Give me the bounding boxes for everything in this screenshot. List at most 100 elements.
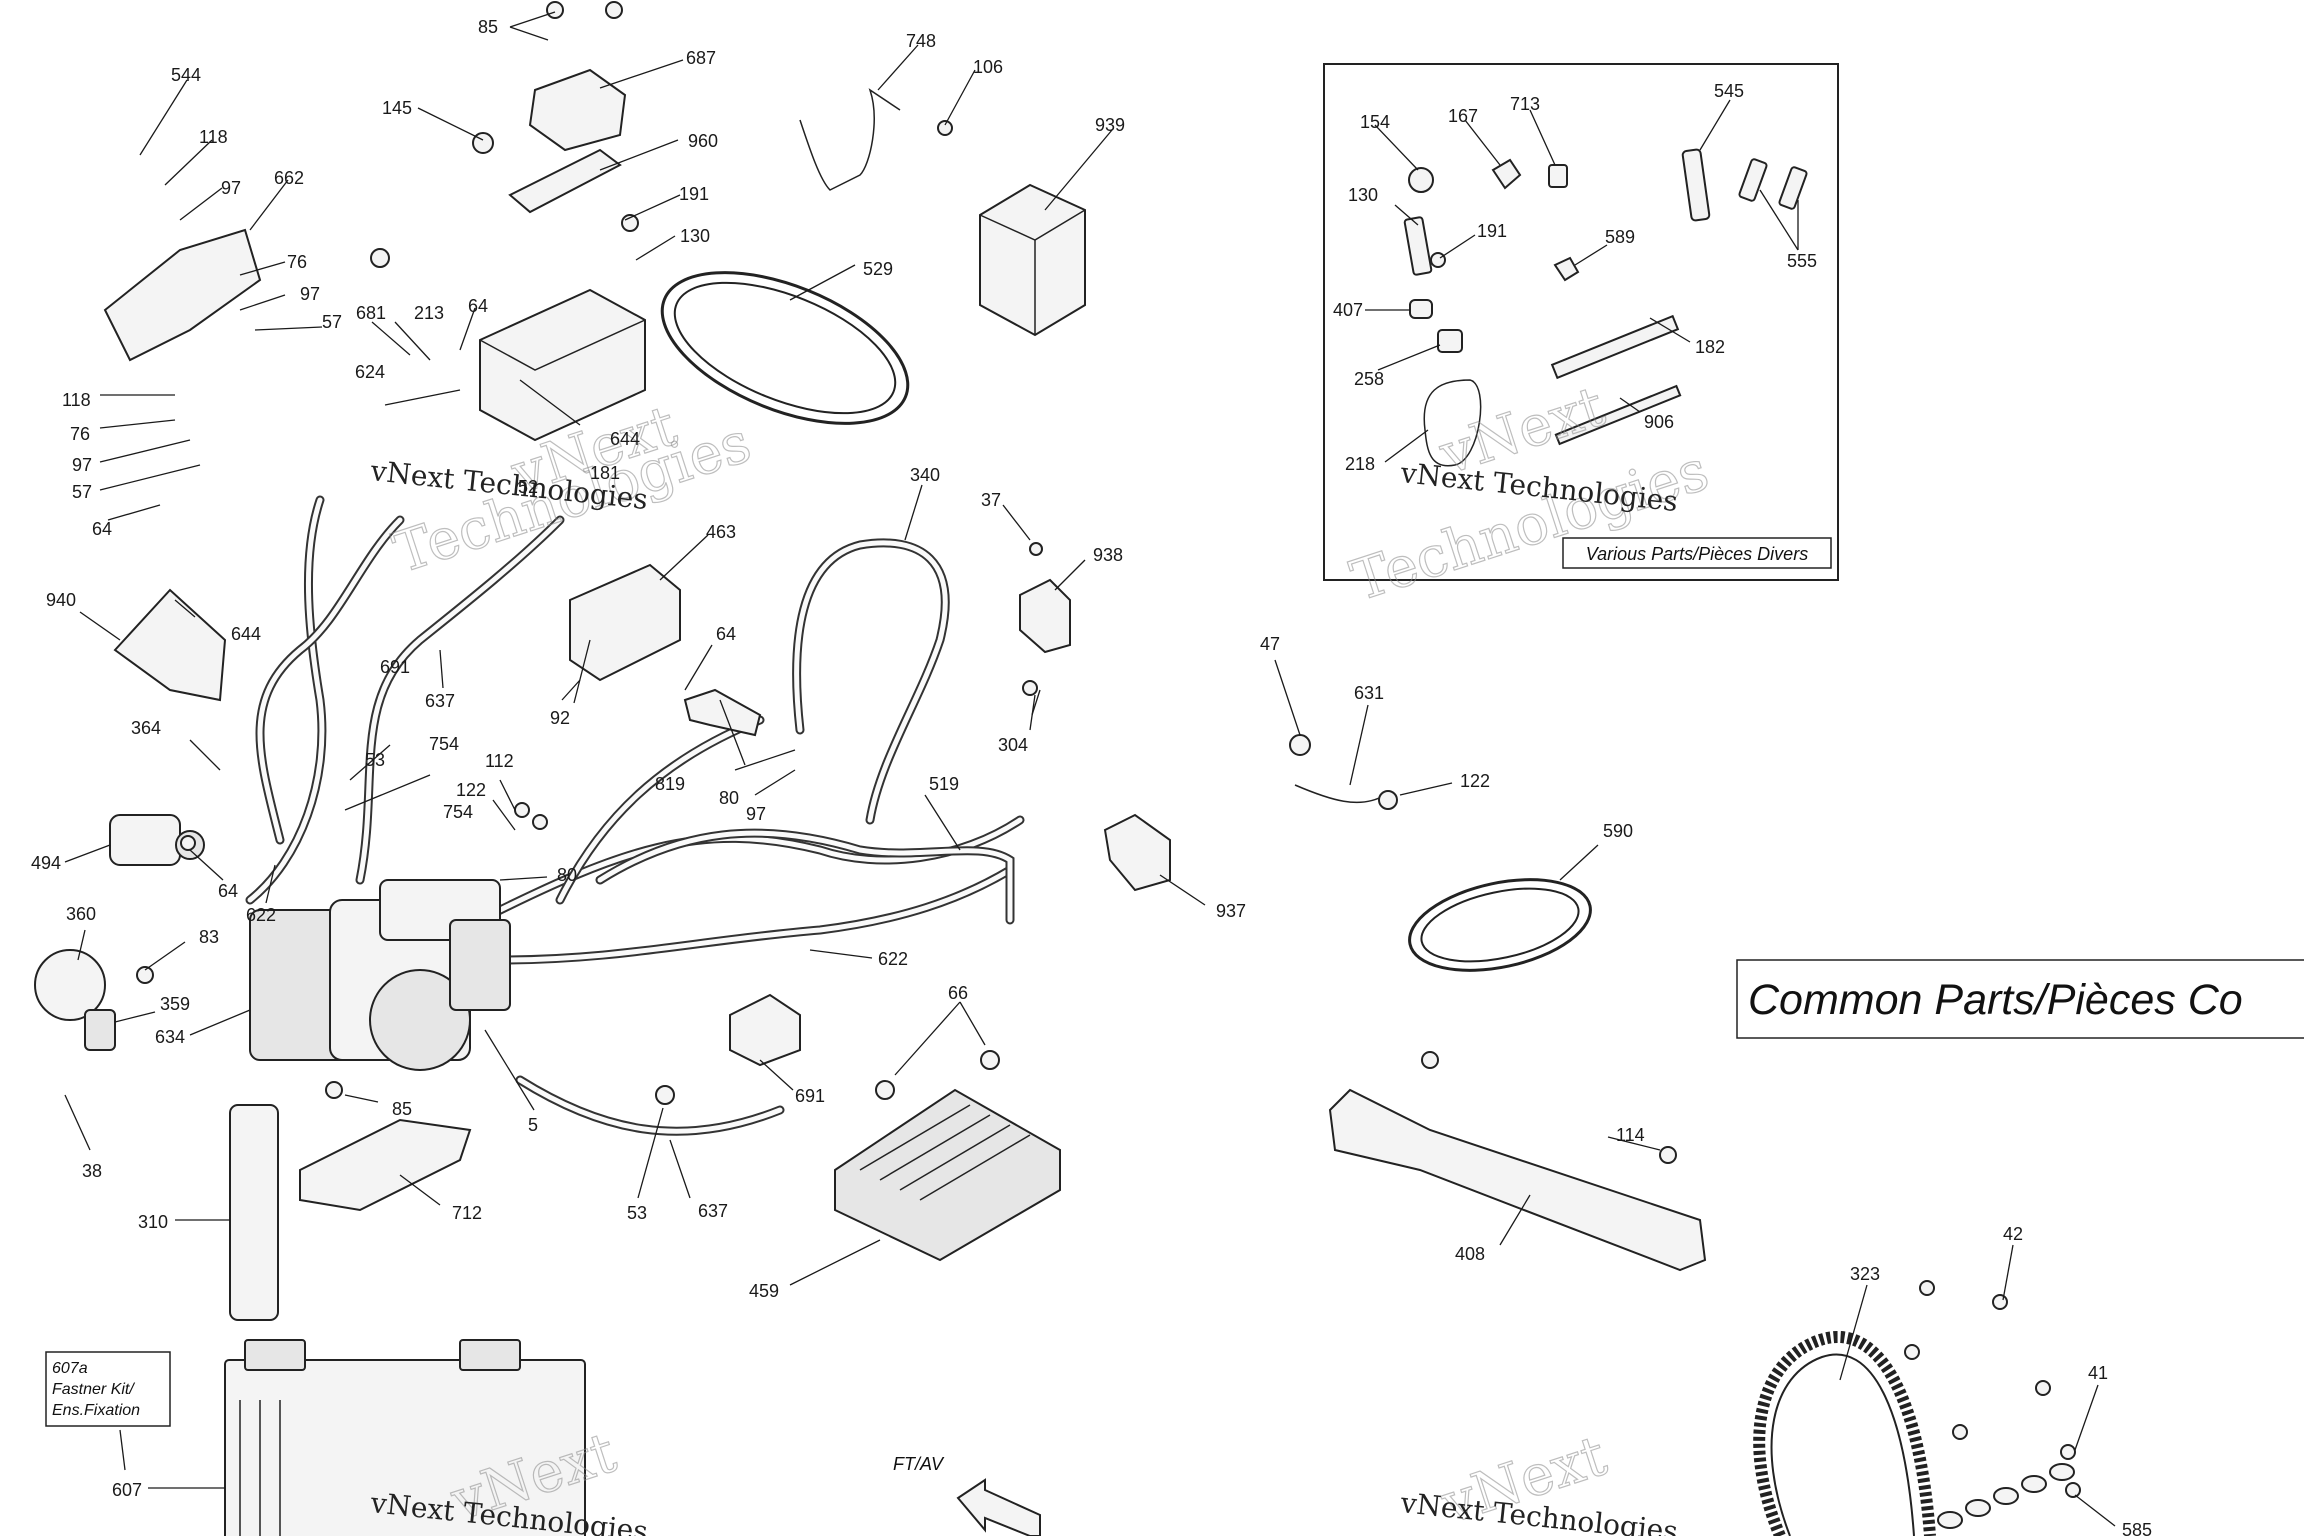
callout-713: 713 (1510, 94, 1540, 114)
callout-590: 590 (1603, 821, 1633, 841)
callout-691a: 691 (380, 657, 410, 677)
callout-494: 494 (31, 853, 61, 873)
callout-937: 937 (1216, 901, 1246, 921)
callout-938: 938 (1093, 545, 1123, 565)
main-wiring-harness (245, 495, 1025, 1136)
callout-37: 37 (981, 490, 1001, 510)
callout-529: 529 (863, 259, 893, 279)
callout-819: 819 (655, 774, 685, 794)
callout-118b: 118 (62, 390, 91, 410)
callout-83: 83 (199, 927, 219, 947)
callout-38: 38 (82, 1161, 102, 1181)
callout-258: 258 (1354, 369, 1384, 389)
callout-64c: 64 (716, 624, 736, 644)
callout-545: 545 (1714, 81, 1744, 101)
callout-145a: 145 (382, 98, 412, 118)
callout-555: 555 (1787, 251, 1817, 271)
callout-53a: 53 (365, 750, 385, 770)
callout-624: 624 (355, 362, 385, 382)
connector-463 (569, 563, 681, 682)
callout-numbers: 85 687 748 106 939 544 118 97 662 145 96… (31, 17, 2152, 1536)
fastener-kit-line-2: Fastner Kit/ (52, 1381, 135, 1398)
callout-544: 544 (171, 65, 201, 85)
callout-585: 585 (2122, 1520, 2152, 1536)
direction-label: FT/AV (893, 1454, 945, 1474)
callout-167: 167 (1448, 106, 1478, 126)
bracket-712 (299, 1118, 472, 1212)
connector-691 (729, 993, 801, 1067)
callout-191-inset: 191 (1477, 221, 1507, 241)
callout-97b: 97 (300, 284, 320, 304)
gasket-590 (1408, 878, 1592, 972)
callout-323: 323 (1850, 1264, 1880, 1284)
callout-80b: 80 (557, 865, 577, 885)
callout-181: 181 (590, 463, 620, 483)
callout-76a: 76 (287, 252, 307, 272)
callout-940: 940 (46, 590, 76, 610)
callout-218: 218 (1345, 454, 1375, 474)
tone-ring (1753, 1330, 1936, 1536)
callout-519: 519 (929, 774, 959, 794)
callout-53b: 53 (627, 1203, 647, 1223)
callout-340: 340 (910, 465, 940, 485)
callout-304: 304 (998, 735, 1028, 755)
callout-644a: 644 (610, 429, 640, 449)
battery (224, 1339, 586, 1536)
bracket-960 (508, 148, 622, 214)
callout-85b: 85 (392, 1099, 412, 1119)
bracket-937 (1103, 813, 1171, 892)
various-parts-inset: Various Parts/Pièces Divers (1323, 63, 1839, 581)
callout-191: 191 (679, 184, 709, 204)
bracket-819 (683, 688, 762, 737)
callout-5: 5 (528, 1115, 538, 1135)
callout-97d: 97 (746, 804, 766, 824)
callout-364: 364 (131, 718, 161, 738)
callout-360: 360 (66, 904, 96, 924)
callout-154: 154 (1360, 112, 1390, 132)
callout-589: 589 (1605, 227, 1635, 247)
callout-92: 92 (550, 708, 570, 728)
callout-112: 112 (485, 751, 514, 771)
callout-459: 459 (749, 1281, 779, 1301)
callout-622b: 622 (878, 949, 908, 969)
bracket-940 (113, 588, 227, 702)
battery-strap (229, 1104, 279, 1321)
callout-631: 631 (1354, 683, 1384, 703)
callout-687: 687 (686, 48, 716, 68)
callout-57a: 57 (322, 312, 342, 332)
callout-691b: 691 (795, 1086, 825, 1106)
fuse-box (479, 288, 646, 442)
callout-85a: 85 (478, 17, 498, 37)
leader-lines (64, 11, 2116, 1527)
callout-64a: 64 (468, 296, 488, 316)
callout-41: 41 (2088, 1363, 2108, 1383)
sensor-687 (528, 68, 627, 152)
callout-130: 130 (680, 226, 710, 246)
relay-box (979, 183, 1086, 337)
fastener-kit-line-1: 607a (52, 1360, 88, 1377)
callout-754a: 754 (429, 734, 459, 754)
callout-114: 114 (1616, 1125, 1645, 1145)
callout-118a: 118 (199, 127, 228, 147)
callout-310: 310 (138, 1212, 168, 1232)
callout-66: 66 (948, 983, 968, 1003)
callout-76b: 76 (70, 424, 90, 444)
callout-57b: 57 (72, 482, 92, 502)
washer-set-585 (1937, 1463, 2075, 1529)
spring-748 (799, 88, 901, 191)
callout-122b: 122 (1460, 771, 1490, 791)
callout-644b: 644 (231, 624, 261, 644)
callout-213: 213 (414, 303, 444, 323)
callout-64b: 64 (92, 519, 112, 539)
fastener-kit-box: 607a Fastner Kit/ Ens.Fixation (45, 1351, 171, 1427)
callout-408: 408 (1455, 1244, 1485, 1264)
bracket-938 (1019, 578, 1071, 654)
callout-97a: 97 (221, 178, 241, 198)
callout-80a: 80 (719, 788, 739, 808)
callout-939: 939 (1095, 115, 1125, 135)
abs-module (249, 879, 511, 1071)
callout-130-inset: 130 (1348, 185, 1378, 205)
speed-sensor (34, 949, 116, 1051)
common-parts-box: Common Parts/Pièces Co (1736, 959, 2304, 1039)
